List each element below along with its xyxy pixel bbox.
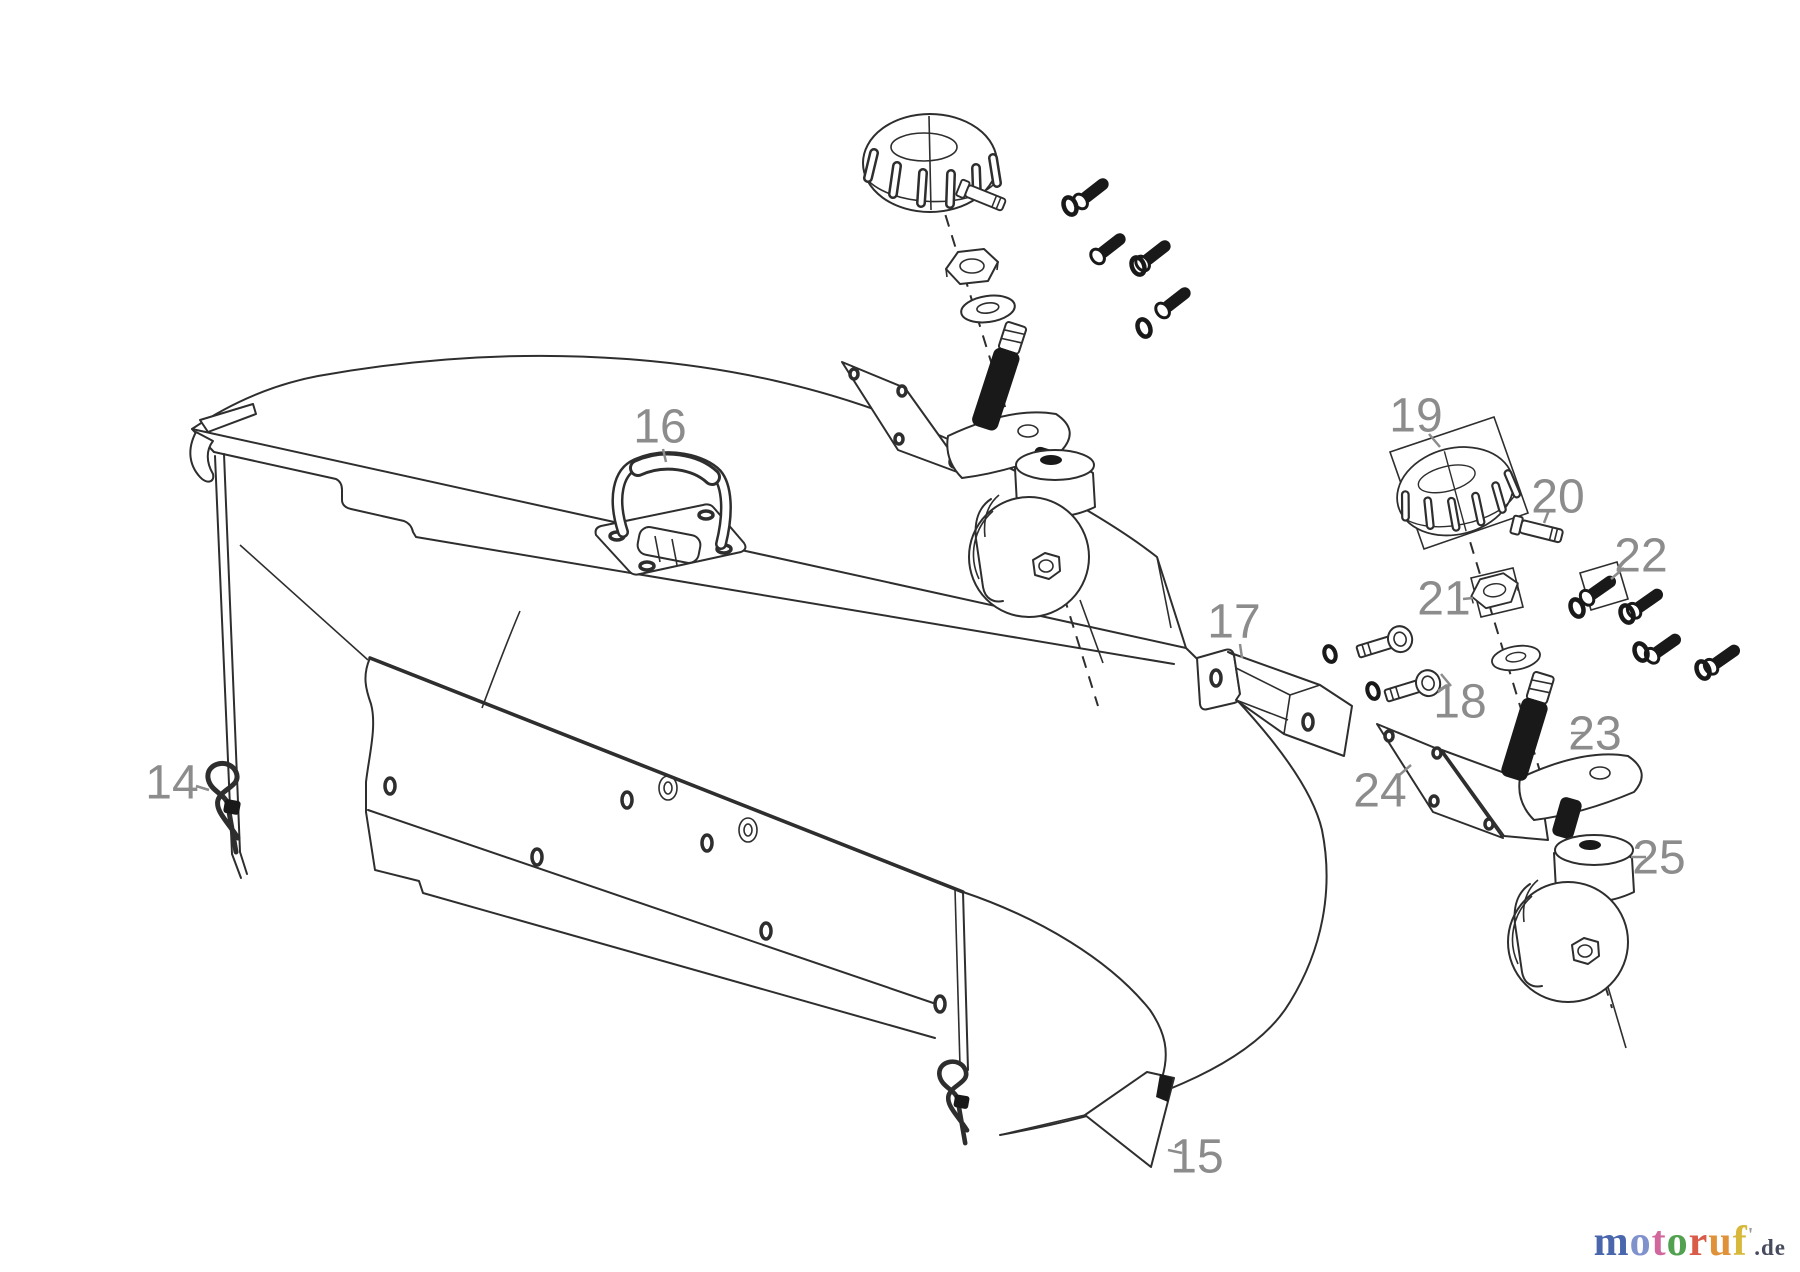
- caster-assembly-upper: [840, 114, 1104, 707]
- plow-blade-body: [189, 354, 1328, 1168]
- callout-leader-17: [1238, 643, 1244, 659]
- logo-tick: ': [1747, 1224, 1755, 1246]
- logo-letter: o: [1666, 1219, 1689, 1265]
- logo-letter: t: [1651, 1219, 1667, 1265]
- part-callout-15: 15: [1170, 1131, 1223, 1184]
- screw-set-22: [1568, 561, 1746, 681]
- logo-letter: f: [1732, 1219, 1748, 1265]
- caster-assembly-lower: [1375, 669, 1643, 1003]
- logo-letter: u: [1708, 1219, 1733, 1265]
- caster-wheel-25: [1507, 834, 1635, 1003]
- support-bracket-17: [1196, 648, 1353, 757]
- logo-suffix: .de: [1754, 1235, 1786, 1260]
- part-callout-16: 16: [633, 401, 686, 454]
- callout-leader-16: [661, 448, 668, 463]
- part-callout-19: 19: [1389, 390, 1442, 443]
- callout-leader-22: [1610, 567, 1625, 580]
- carry-handle-16: [594, 451, 747, 576]
- fastener-cluster-upper: [1061, 172, 1196, 338]
- skid-plate-15: [999, 1071, 1175, 1168]
- part-callout-20: 20: [1531, 471, 1584, 524]
- callout-leader-19: [1428, 433, 1441, 448]
- part-callout-18: 18: [1433, 676, 1486, 729]
- retaining-pin-lower: [939, 1062, 970, 1143]
- part-callout-22: 22: [1614, 530, 1667, 583]
- logo-letter: r: [1688, 1219, 1709, 1265]
- lock-nut-upper: [945, 248, 999, 285]
- callout-leader-24: [1396, 764, 1412, 778]
- moldboard: [364, 656, 969, 1071]
- corner-clip: [189, 403, 257, 483]
- logo-letter: o: [1629, 1219, 1652, 1265]
- washer-upper: [958, 291, 1018, 327]
- motoruf-logo: motoruf'.de: [1594, 1218, 1786, 1266]
- moldboard-washer: [658, 775, 758, 843]
- part-callout-14: 14: [145, 757, 198, 810]
- part-callout-21: 21: [1417, 573, 1470, 626]
- retaining-pin-14: [208, 763, 241, 852]
- knob-assembly-right: [1388, 415, 1746, 1049]
- callout-leader-21: [1462, 596, 1474, 601]
- clamp-knob-19: [1388, 435, 1523, 547]
- logo-letter: m: [1593, 1219, 1630, 1265]
- washer-right: [1489, 641, 1543, 675]
- callout-leader-14: [195, 784, 210, 792]
- callout-leader-18: [1440, 673, 1452, 687]
- part-callout-17: 17: [1207, 596, 1260, 649]
- bolt-set-18: [1322, 622, 1445, 710]
- part-callout-24: 24: [1353, 765, 1406, 818]
- callout-leader-20: [1542, 509, 1551, 524]
- callout-leader-15: [1167, 1148, 1183, 1155]
